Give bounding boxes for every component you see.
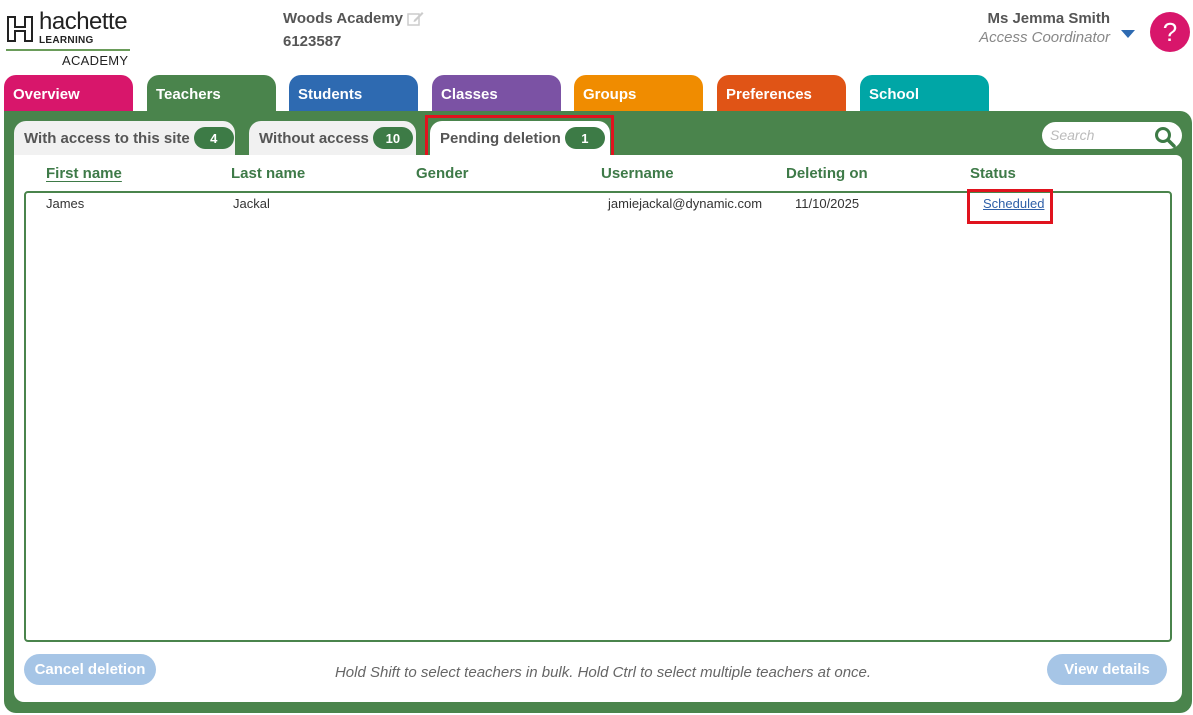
subtab-label: With access to this site (24, 129, 190, 147)
tab-label: Classes (441, 86, 498, 103)
tab-label: Overview (13, 86, 80, 103)
tab-label: Groups (583, 86, 637, 103)
search-input[interactable] (1050, 126, 1150, 144)
cell-first-name: James (46, 196, 85, 211)
tab-label: Teachers (156, 86, 221, 103)
subtab-label: Without access (259, 129, 369, 147)
subtab-without-access[interactable]: Without access 10 (249, 121, 416, 155)
logo-academy: ACADEMY (62, 53, 129, 68)
column-header-username[interactable]: Username (601, 165, 674, 182)
user-name: Ms Jemma Smith (987, 10, 1110, 27)
count-badge: 10 (372, 127, 413, 149)
cell-last-name: Jackal (233, 196, 270, 211)
count-badge: 1 (564, 127, 605, 149)
teacher-list[interactable] (24, 191, 1172, 642)
tab-classes[interactable]: Classes (432, 75, 561, 115)
school-name: Woods Academy (283, 10, 404, 27)
logo-rule (6, 49, 130, 51)
cell-username: jamiejackal@dynamic.com (608, 196, 763, 211)
column-header-last-name[interactable]: Last name (231, 165, 306, 182)
tab-students[interactable]: Students (289, 75, 418, 115)
tab-label: Preferences (726, 86, 812, 103)
column-header-status[interactable]: Status (970, 165, 1016, 182)
logo-wordmark: hachette (39, 8, 128, 35)
user-role: Access Coordinator (979, 29, 1110, 46)
cancel-deletion-button[interactable]: Cancel deletion (24, 654, 156, 685)
column-header-deleting-on[interactable]: Deleting on (786, 165, 868, 182)
tab-label: Students (298, 86, 363, 103)
school-code: 6123587 (283, 33, 342, 50)
logo-subtitle: LEARNING (39, 35, 94, 46)
status-link[interactable]: Scheduled (983, 196, 1045, 211)
column-header-gender[interactable]: Gender (416, 165, 469, 182)
user-info[interactable]: Ms Jemma Smith Access Coordinator (979, 10, 1110, 46)
user-menu-chevron-down-icon[interactable] (1121, 30, 1135, 38)
subtab-label: Pending deletion (440, 129, 561, 147)
tab-label: School (869, 86, 920, 103)
tab-school[interactable]: School (860, 75, 989, 115)
tab-overview[interactable]: Overview (4, 75, 133, 115)
selection-hint: Hold Shift to select teachers in bulk. H… (334, 664, 872, 681)
subtab-pending-deletion[interactable]: Pending deletion 1 (430, 121, 610, 155)
edit-icon[interactable] (407, 11, 424, 26)
subtab-with-access[interactable]: With access to this site 4 (14, 121, 235, 155)
school-info: Woods Academy 6123587 (283, 10, 424, 50)
search-box[interactable] (1042, 122, 1182, 149)
tab-preferences[interactable]: Preferences (717, 75, 846, 115)
hachette-logo-mark-icon (7, 16, 33, 42)
cell-deleting-on: 11/10/2025 (795, 196, 860, 211)
search-icon[interactable] (1154, 126, 1176, 148)
tab-groups[interactable]: Groups (574, 75, 703, 115)
count-badge: 4 (193, 127, 234, 149)
view-details-button[interactable]: View details (1047, 654, 1167, 685)
help-button[interactable]: ? (1150, 12, 1190, 52)
column-header-first-name[interactable]: First name (46, 165, 122, 182)
hachette-logo: hachette LEARNING ACADEMY (6, 8, 132, 70)
